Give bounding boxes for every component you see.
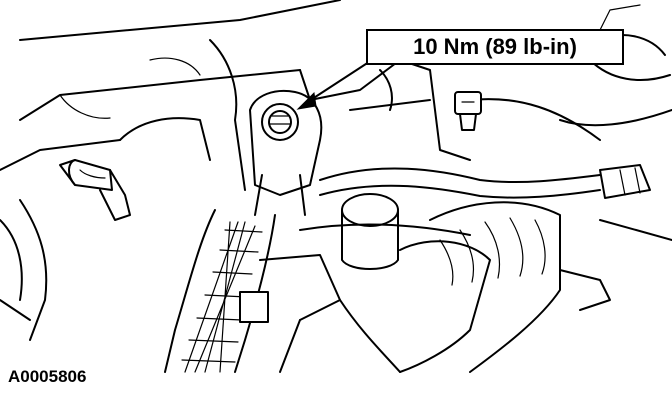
right-stud-icon	[454, 91, 482, 131]
round-component	[341, 193, 399, 270]
figure-id-label: A0005806	[8, 367, 87, 386]
corrugated-hose	[399, 201, 561, 373]
torque-callout-box: 10 Nm (89 lb-in)	[366, 29, 624, 65]
torque-spec-label: 10 Nm (89 lb-in)	[413, 34, 577, 59]
callout-leader-arrow	[296, 59, 373, 110]
ground-terminal-bolt-icon	[249, 90, 323, 216]
wiring-harness	[299, 164, 651, 236]
left-stud-icon	[0, 159, 131, 341]
braided-ground-strap	[164, 209, 276, 373]
lower-engine-lines	[0, 219, 672, 373]
